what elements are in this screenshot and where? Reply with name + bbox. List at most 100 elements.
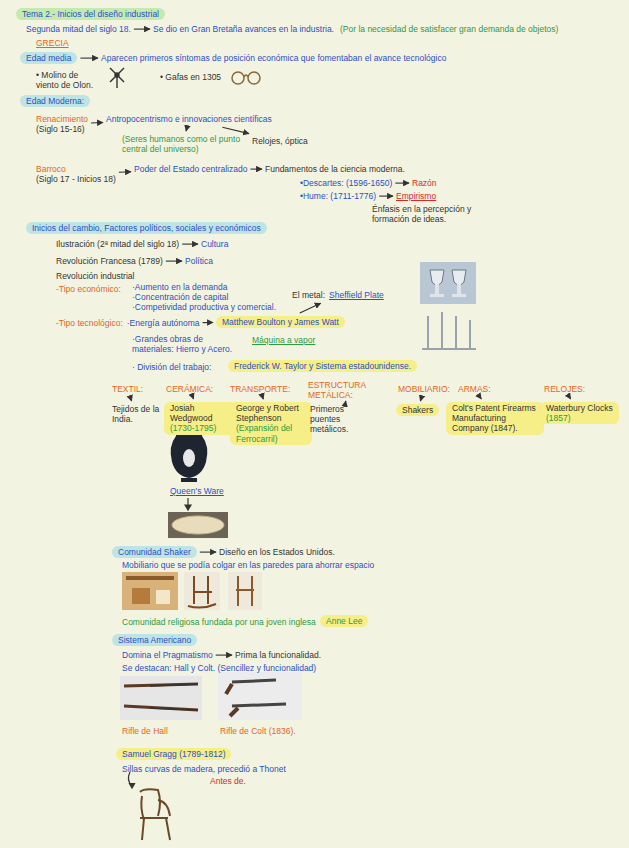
label-text: Revolución industrial [56, 271, 134, 281]
node-text: TRANSPORTE: [230, 384, 290, 394]
note-label: Se destacan: Hall y Colt. (Sencillez y f… [122, 663, 316, 673]
arrow-connector [203, 322, 213, 323]
text-node: Domina el Pragmatismo [122, 650, 213, 660]
windmill-icon [110, 68, 124, 88]
arrow-connector [182, 244, 198, 245]
highlight-band: George y Robert Stephenson(Expansión del… [230, 402, 312, 445]
label-text: Queen's Ware [170, 486, 224, 496]
shaker-room [122, 572, 178, 610]
text-node: -Tipo tecnológico:·Energía autónoma [56, 318, 200, 328]
node-text: Revolución Francesa (1789) [56, 256, 163, 266]
node-text: Samuel Gragg (1789-1812) [122, 749, 225, 759]
node-text: Poder del Estado centralizado [134, 164, 247, 174]
label-text: Rifle de Colt (1836). [220, 726, 296, 736]
text-node: Primeros puentes metálicos. [310, 404, 374, 435]
text-node: Barroco(Siglo 17 - Inicios 18) [36, 164, 116, 184]
text-node: RELOJES: [544, 384, 585, 394]
node-text: Empirismo [396, 191, 436, 201]
note-label: Comunidad religiosa fundada por una jove… [122, 617, 316, 627]
node-text: Ilustración (2ª mitad del siglo 18) [56, 239, 179, 249]
note-label: Rifle de Colt (1836). [220, 726, 296, 736]
note-label: • Gafas en 1305 [160, 72, 221, 82]
arrow-connector [166, 261, 182, 262]
label-text: Énfasis en la percepción y formación de … [372, 204, 496, 224]
node-text: Domina el Pragmatismo [122, 650, 213, 660]
text-node: Relojes, óptica [252, 136, 308, 146]
text-node: •Hume: (1711-1776) [300, 191, 376, 201]
node-text: Fundamentos de la ciencia moderna. [265, 164, 405, 174]
wedgwood-vase [171, 430, 208, 482]
highlight-band: Waterbury Clocks(1857) [540, 402, 619, 424]
note-label: Antes de. [210, 776, 246, 786]
highlight-band: Colt's Patent Firearms Manufacturing Com… [446, 402, 544, 435]
colt-revolver [218, 672, 302, 720]
highlight-band: Edad media [20, 52, 77, 64]
node-text: Tejidos de la India. [112, 404, 160, 424]
note-label: Revolución industrial [56, 271, 134, 281]
note-label: Máquina a vapor [252, 335, 315, 345]
node-text: Política [185, 256, 213, 266]
node-text: Razón [412, 178, 437, 188]
queens-ware-arrow [185, 498, 191, 510]
glasses-icon [232, 72, 260, 84]
node-text: El metal: [292, 290, 325, 300]
node-text: Shakers [402, 405, 433, 415]
text-node: Renacimiento(Siglo 15-16) [36, 114, 88, 134]
arrow-connector [119, 171, 131, 173]
highlight-band: Anne Lee [320, 615, 368, 627]
note-label: · División del trabajo: [132, 362, 211, 372]
node-text: Segunda mitad del siglo 18. [26, 24, 131, 34]
note-label: Mobiliario que se podía colgar en las pa… [122, 560, 374, 570]
text-node: (Seres humanos como el punto central del… [122, 134, 244, 154]
arrow-connector [480, 397, 481, 399]
text-node: Política [185, 256, 213, 266]
highlight-band: Josiah Wedgwood(1730-1795) [164, 402, 238, 435]
highlight-band: Edad Moderna: [20, 95, 90, 107]
node-text: Sistema Americano [118, 635, 191, 645]
text-node: TRANSPORTE: [230, 384, 290, 394]
arrow-connector [420, 397, 421, 401]
arrow-connector [300, 303, 321, 313]
node-text: MOBILIARIO: [398, 384, 450, 394]
highlight-band: Samuel Gragg (1789-1812) [116, 748, 231, 760]
arrow-connector [250, 169, 262, 170]
arrow-connector [186, 127, 188, 131]
label-text: · División del trabajo: [132, 362, 211, 372]
hall-rifle [120, 676, 202, 720]
text-node: ARMAS: [458, 384, 491, 394]
highlight-band: Sistema Americano [112, 634, 197, 646]
text-node: Revolución Francesa (1789) [56, 256, 163, 266]
note-label: (Por la necesidad de satisfacer gran dem… [340, 24, 558, 34]
note-label: Rifle de Hall [122, 726, 168, 736]
label-text: (Por la necesidad de satisfacer gran dem… [340, 24, 558, 34]
gragg-arrow [128, 772, 135, 788]
highlight-band: Comunidad Shaker [112, 546, 197, 558]
note-label: ·Competividad productiva y comercial. [132, 302, 276, 312]
node-text: ARMAS: [458, 384, 491, 394]
label-text: Rifle de Hall [122, 726, 168, 736]
label-text: Comunidad religiosa fundada por una jove… [122, 617, 316, 627]
label-text: ·Competividad productiva y comercial. [132, 302, 276, 312]
node-text: Renacimiento [36, 114, 88, 124]
node-text: (1857) [546, 413, 613, 423]
node-text: TEXTIL: [112, 384, 143, 394]
label-text: GRECIA [36, 38, 69, 48]
node-text: Colt's Patent Firearms Manufacturing Com… [452, 403, 538, 434]
text-node: ESTRUCTURA METÁLICA: [308, 380, 388, 400]
node-text: Cultura [201, 239, 228, 249]
node-text: Primeros puentes metálicos. [310, 404, 374, 435]
note-label: • Molino de viento de Olon. [36, 70, 100, 90]
arrow-connector [80, 58, 98, 59]
node-text: •Descartes: (1596-1650) [300, 178, 392, 188]
text-node: Cultura [201, 239, 228, 249]
node-text: Inicios del cambio, Factores políticos, … [32, 223, 261, 233]
text-node: CERÁMICA: [166, 384, 213, 394]
label-text: Sillas curvas de madera, precedió a Thon… [122, 764, 286, 774]
node-text: RELOJES: [544, 384, 585, 394]
label-text: • Molino de viento de Olon. [36, 70, 100, 90]
sheffield-candlesticks [422, 312, 476, 349]
arrow-connector [395, 183, 409, 184]
node-text: •Hume: (1711-1776) [300, 191, 376, 201]
node-text: ESTRUCTURA METÁLICA: [308, 380, 388, 400]
arrow-connector [222, 127, 249, 133]
